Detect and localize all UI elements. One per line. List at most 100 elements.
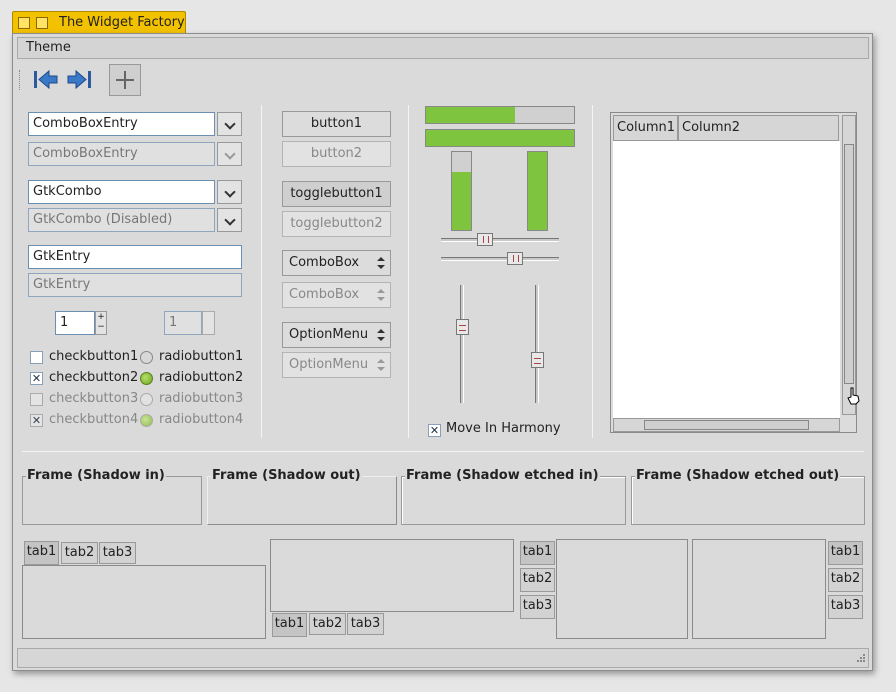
checkbutton1-box[interactable] xyxy=(30,351,43,364)
toolbar xyxy=(17,62,869,98)
vertical-scrollbar[interactable] xyxy=(842,115,856,415)
progressbar-horizontal-2 xyxy=(425,129,575,147)
notebook4-tab3[interactable]: tab3 xyxy=(828,595,863,619)
button1[interactable]: button1 xyxy=(282,111,391,137)
go-last-icon[interactable] xyxy=(64,66,94,94)
horizontal-scrollbar-thumb[interactable] xyxy=(644,420,809,430)
separator xyxy=(22,451,864,452)
combobox-entry-2: ComboBoxEntry xyxy=(28,142,215,166)
move-in-harmony-label[interactable]: Move In Harmony xyxy=(446,421,561,436)
optionmenu-2: OptionMenu xyxy=(282,352,391,378)
frame-shadow-etched-out-title: Frame (Shadow etched out) xyxy=(635,468,841,483)
separator xyxy=(261,105,262,438)
notebook3-tab3[interactable]: tab3 xyxy=(520,595,555,619)
combobox-2: ComboBox xyxy=(282,282,391,308)
progress-fill xyxy=(452,171,471,230)
window-title-tab: The Widget Factory xyxy=(12,11,186,34)
hand-cursor-icon xyxy=(847,387,860,405)
notebook1-tab2[interactable]: tab2 xyxy=(61,542,98,564)
menu-theme[interactable]: Theme xyxy=(26,40,71,55)
checkbutton3-label: checkbutton3 xyxy=(49,391,139,406)
combobox-2-label: ComboBox xyxy=(289,287,360,302)
hscale-1-knob[interactable] xyxy=(476,233,493,246)
notebook2-tab3[interactable]: tab3 xyxy=(347,613,384,635)
checkbutton4-box: ✕ xyxy=(30,414,43,427)
gtk-entry-1[interactable]: GtkEntry xyxy=(28,245,242,269)
updown-icon xyxy=(377,359,385,371)
updown-icon xyxy=(377,289,385,301)
column2-header[interactable]: Column2 xyxy=(678,115,839,141)
combobox-entry-1-dropdown[interactable] xyxy=(217,112,242,136)
notebook4-tab1[interactable]: tab1 xyxy=(828,541,863,565)
combobox-1[interactable]: ComboBox xyxy=(282,250,391,276)
notebook2-tab2[interactable]: tab2 xyxy=(309,613,346,635)
radiobutton4-label: radiobutton4 xyxy=(159,412,244,427)
spinbutton-1-arrows[interactable]: +− xyxy=(95,311,107,335)
updown-icon xyxy=(377,329,385,341)
checkbutton3-box xyxy=(30,393,43,406)
go-first-icon[interactable] xyxy=(31,66,61,94)
optionmenu-1-label: OptionMenu xyxy=(289,327,369,342)
spinbutton-2: 1 xyxy=(164,311,202,335)
gtkcombo-1-dropdown[interactable] xyxy=(217,180,242,204)
hscale-2-knob[interactable] xyxy=(507,252,524,265)
spinbutton-1[interactable]: 1 xyxy=(55,311,95,335)
hscale-2-track[interactable] xyxy=(441,257,559,261)
vscale-1-track[interactable] xyxy=(460,285,464,403)
vscale-2-track[interactable] xyxy=(535,285,539,403)
resize-grip-icon[interactable] xyxy=(854,653,866,665)
updown-icon xyxy=(377,257,385,269)
hscale-1-track[interactable] xyxy=(441,238,559,242)
vertical-scrollbar-thumb[interactable] xyxy=(844,144,854,384)
window-restore-icon[interactable] xyxy=(36,17,48,29)
optionmenu-2-label: OptionMenu xyxy=(289,357,369,372)
vscale-1-knob[interactable] xyxy=(456,318,469,335)
checkbutton4-label: checkbutton4 xyxy=(49,412,139,427)
radiobutton2-label[interactable]: radiobutton2 xyxy=(159,370,244,385)
gtkcombo-2: GtkCombo (Disabled) xyxy=(28,208,215,232)
separator xyxy=(408,105,409,438)
notebook2-page xyxy=(270,539,514,612)
tree-view: Column1 Column2 xyxy=(610,112,860,433)
notebook4-tab2[interactable]: tab2 xyxy=(828,568,863,592)
optionmenu-1[interactable]: OptionMenu xyxy=(282,322,391,348)
notebook1-page xyxy=(22,565,266,639)
checkbutton2-label[interactable]: checkbutton2 xyxy=(49,370,139,385)
frame-shadow-out-title: Frame (Shadow out) xyxy=(211,468,362,483)
frame-shadow-out: Frame (Shadow out) xyxy=(207,468,397,525)
window-menu-icon[interactable] xyxy=(18,17,30,29)
gtkcombo-1[interactable]: GtkCombo xyxy=(28,180,215,204)
notebook2-tab1[interactable]: tab1 xyxy=(272,613,307,637)
combobox-1-label: ComboBox xyxy=(289,255,360,270)
frame-shadow-etched-in: Frame (Shadow etched in) xyxy=(401,468,626,525)
notebook1-tab1[interactable]: tab1 xyxy=(24,541,59,565)
notebook1-tab3[interactable]: tab3 xyxy=(99,542,136,564)
window-title: The Widget Factory xyxy=(59,15,185,30)
move-in-harmony-checkbox[interactable]: ✕ xyxy=(428,424,441,437)
gtkcombo-2-dropdown xyxy=(217,208,242,232)
radiobutton3-dot xyxy=(140,393,153,406)
progressbar-vertical-1 xyxy=(451,151,472,231)
radiobutton1-label[interactable]: radiobutton1 xyxy=(159,349,244,364)
spinbutton-2-arrows xyxy=(202,311,215,335)
vscale-2-knob[interactable] xyxy=(531,352,544,369)
radiobutton2-dot[interactable] xyxy=(140,372,153,385)
menubar: Theme xyxy=(17,37,869,59)
checkbutton1-label[interactable]: checkbutton1 xyxy=(49,349,139,364)
add-icon[interactable] xyxy=(109,64,141,96)
notebook3-page xyxy=(556,539,688,639)
horizontal-scrollbar[interactable] xyxy=(613,418,840,432)
combobox-entry-1[interactable]: ComboBoxEntry xyxy=(28,112,215,136)
toolbar-grip[interactable] xyxy=(19,70,22,90)
progressbar-horizontal-1 xyxy=(425,106,575,124)
column1-header[interactable]: Column1 xyxy=(613,115,678,141)
tree-body[interactable] xyxy=(613,141,840,418)
button2: button2 xyxy=(282,141,391,167)
checkbutton2-box[interactable]: ✕ xyxy=(30,372,43,385)
notebook3-tab1[interactable]: tab1 xyxy=(520,541,555,565)
notebook3-tab2[interactable]: tab2 xyxy=(520,568,555,592)
togglebutton1[interactable]: togglebutton1 xyxy=(282,181,391,207)
radiobutton1-dot[interactable] xyxy=(140,351,153,364)
progress-fill xyxy=(528,152,547,230)
progressbar-vertical-2 xyxy=(527,151,548,231)
